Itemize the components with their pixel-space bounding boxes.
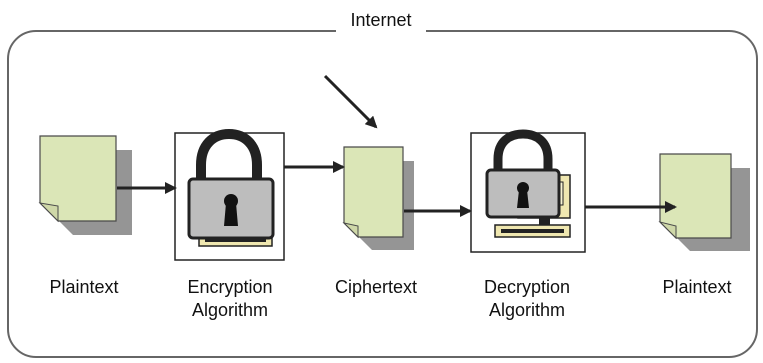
ciphertext-document (342, 146, 414, 250)
internet-label: Internet (350, 10, 411, 30)
internet-region: Internet (7, 10, 758, 358)
plaintext-document-1 (38, 135, 132, 235)
plaintext-label-2: Plaintext (662, 277, 731, 297)
plaintext-document-2 (658, 153, 750, 251)
encryption-label-line-1: Encryption (187, 277, 272, 297)
plaintext-label-1: Plaintext (49, 277, 118, 297)
decryption-label-line-2: Algorithm (489, 300, 565, 320)
encryption-algorithm-box (174, 128, 285, 261)
ciphertext-label: Ciphertext (335, 277, 417, 297)
encryption-label-line-2: Algorithm (192, 300, 268, 320)
decryption-label-line-1: Decryption (484, 277, 570, 297)
encryption-padlock-icon (187, 128, 275, 240)
interception-arrow (323, 74, 378, 129)
decryption-algorithm-box (470, 129, 586, 253)
decryption-padlock-icon (485, 129, 561, 219)
